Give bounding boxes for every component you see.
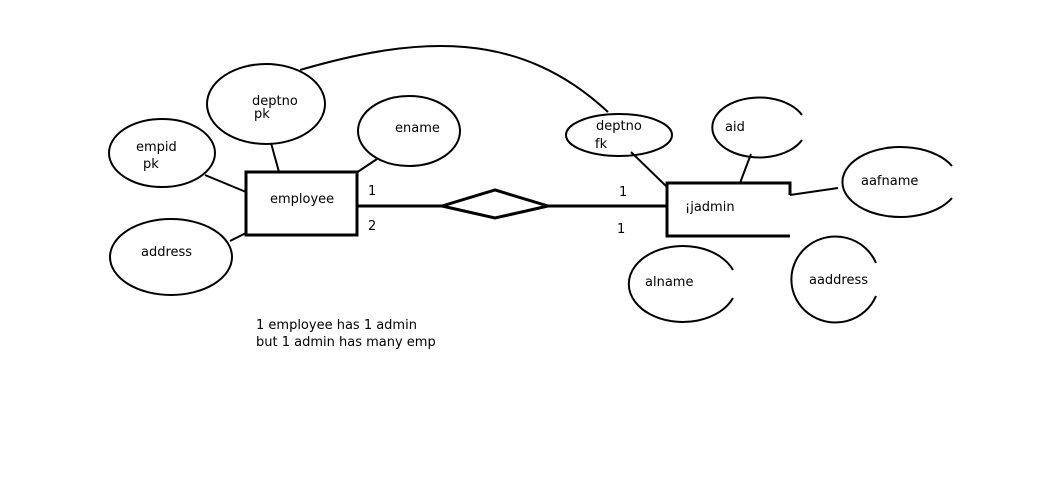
admin-entity xyxy=(665,181,792,238)
note-line-1: 1 employee has 1 admin xyxy=(256,318,417,333)
cardinality-emp-top: 1 xyxy=(368,184,376,199)
employee-entity xyxy=(244,170,359,237)
alname-label: alname xyxy=(645,275,693,290)
deptno-admin-connector xyxy=(630,151,667,187)
aafname-attribute xyxy=(841,146,953,218)
aaddress-label: aaddress xyxy=(809,273,868,288)
empid-key-label: pk xyxy=(143,157,159,172)
ename-attribute xyxy=(357,95,461,167)
address-attribute xyxy=(109,218,233,296)
address-connector xyxy=(229,232,247,242)
admin-label: ¡jadmin xyxy=(685,200,735,215)
attributes xyxy=(108,63,953,324)
aafname-label: aafname xyxy=(861,174,918,189)
cardinality-admin-top: 1 xyxy=(619,185,627,200)
cardinality-emp-bottom: 2 xyxy=(368,219,376,234)
alname-attribute xyxy=(627,245,734,323)
relationship-diamond xyxy=(436,188,554,220)
deptno-admin-label: deptno xyxy=(596,119,642,134)
aid-attribute xyxy=(711,96,803,159)
deptno-emp-key-label: pk xyxy=(254,107,270,122)
address-label: address xyxy=(141,245,192,260)
aid-label: aid xyxy=(725,120,745,135)
aid-connector xyxy=(739,153,752,184)
deptno-admin-attribute xyxy=(565,113,673,157)
relationship-note: 1 employee has 1 admin but 1 admin has m… xyxy=(256,317,436,351)
cardinality-admin-bottom: 1 xyxy=(617,222,625,237)
aafname-connector xyxy=(789,187,839,196)
employee-label: employee xyxy=(270,192,334,207)
ename-label: ename xyxy=(395,121,440,136)
deptno-emp-connector xyxy=(270,142,280,173)
deptno-emp-label: deptno xyxy=(252,94,298,109)
empid-attribute xyxy=(108,118,216,188)
aaddress-attribute xyxy=(790,235,877,324)
empid-connector xyxy=(204,174,247,193)
ename-connector xyxy=(355,158,378,174)
deptno-emp-attribute xyxy=(206,63,326,145)
deptno-admin-key-label: fk xyxy=(595,137,608,152)
empid-label: empid xyxy=(136,140,177,155)
connectors xyxy=(204,45,839,242)
deptno-link-curve xyxy=(299,45,609,113)
note-line-2: but 1 admin has many emp xyxy=(256,335,436,350)
